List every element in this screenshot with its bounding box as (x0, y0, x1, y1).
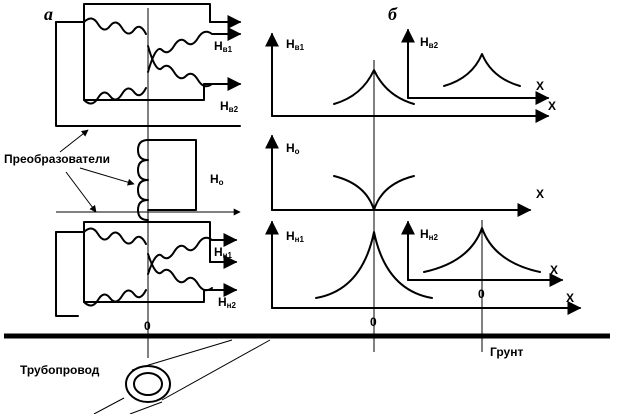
graph-hv2-x-label: X (536, 79, 544, 93)
graph-hn2 (401, 220, 564, 287)
pipeline (93, 339, 271, 414)
graph-h0-x-label: X (536, 187, 544, 201)
left-zero-label: 0 (144, 319, 151, 333)
graph-hn1-x-label: X (566, 291, 574, 305)
converters-arrow-middle (79, 167, 135, 186)
panel-label-a: а (44, 4, 53, 24)
upper-label-hv2: Hв2 (220, 99, 239, 114)
panel-label-b: б (388, 4, 398, 24)
graph-hv2-label: Hв2 (420, 35, 439, 50)
graph-hv1-x-label: X (548, 99, 556, 113)
pipeline-label: Трубопровод (20, 363, 100, 377)
graph-hn1-label: Hн1 (286, 229, 305, 244)
converters-arrow-upper (59, 129, 89, 153)
converters-arrow-lower (65, 171, 97, 213)
graph-hn2-label: Hн2 (420, 227, 439, 242)
middle-coil (137, 139, 197, 221)
graph-h0-label: Hо (286, 141, 300, 156)
graph-hv1-label: Hв1 (286, 37, 305, 52)
lower-label-hn2: Hн2 (218, 295, 237, 310)
graph-hv1 (265, 32, 550, 123)
graph-h0 (265, 134, 532, 217)
middle-label-h0: Hо (210, 172, 224, 187)
lower-transducer (55, 221, 238, 317)
upper-label-hv1: Hв1 (214, 39, 233, 54)
converters-label: Преобразователи (4, 152, 110, 166)
lower-label-hn1: Hн1 (214, 245, 233, 260)
graph-hv2 (401, 28, 550, 105)
upper-transducer (55, 3, 242, 127)
graph-hn2-x-label: X (550, 263, 558, 277)
graph-zero-label-2: 0 (478, 287, 485, 301)
graph-zero-label-1: 0 (370, 315, 377, 329)
ground-label: Грунт (490, 345, 523, 359)
graph-hn1 (265, 220, 582, 315)
